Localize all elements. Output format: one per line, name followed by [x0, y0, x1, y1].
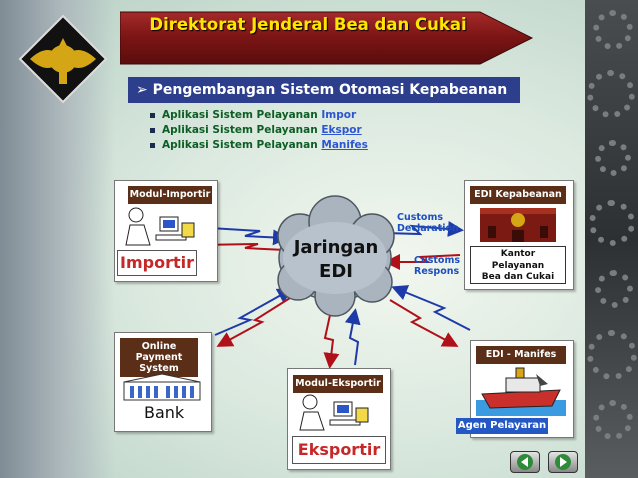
- list-item: Aplikasi Sistem Pelayanan Impor: [150, 108, 368, 123]
- next-arrow-icon: [555, 454, 571, 470]
- customs-office-building-icon: [480, 208, 556, 242]
- bank-building-icon: [123, 373, 201, 401]
- subtitle-text: Pengembangan Sistem Otomasi Kepabeanan: [152, 82, 508, 98]
- next-slide-button[interactable]: [548, 451, 578, 473]
- prev-arrow-icon: [517, 454, 533, 470]
- customs-respons-label: Customs Respons: [414, 255, 461, 277]
- customs-logo-icon: [18, 14, 108, 104]
- prev-slide-button[interactable]: [510, 451, 540, 473]
- computer-user-icon: [299, 394, 369, 431]
- link-impor[interactable]: Impor: [321, 109, 357, 121]
- customs-declaration-label: Customs Declaration: [397, 212, 459, 234]
- bullet-list: Aplikasi Sistem Pelayanan Impor Aplikasi…: [150, 108, 368, 153]
- computer-user-icon: [125, 207, 195, 246]
- ship-icon: [476, 367, 566, 416]
- agen-pelayaran-label: Agen Pelayaran: [456, 418, 548, 434]
- section-subtitle: ➢ Pengembangan Sistem Otomasi Kepabeanan: [128, 77, 520, 103]
- network-label: Jaringan EDI: [293, 237, 379, 282]
- page-title: Direktorat Jenderal Bea dan Cukai: [149, 15, 467, 34]
- modul-importir-tag: Modul-Importir: [128, 186, 212, 204]
- edi-kepabeanan-tag: EDI Kepabeanan: [470, 186, 566, 204]
- right-gear-strip: [585, 0, 638, 478]
- arrow-bullet-icon: ➢: [136, 82, 148, 98]
- bank-label: Bank: [144, 403, 185, 422]
- list-item: Aplikasi Sistem Pelayanan Manifes: [150, 138, 368, 153]
- importir-button[interactable]: Importir: [117, 250, 197, 276]
- link-manifes[interactable]: Manifes: [321, 139, 368, 151]
- eksportir-button[interactable]: Eksportir: [292, 436, 386, 464]
- edi-network-cloud: [277, 195, 395, 317]
- link-ekspor[interactable]: Ekspor: [321, 124, 362, 136]
- modul-eksportir-tag: Modul-Eksportir: [293, 375, 383, 393]
- online-payment-tag: Online Payment System: [120, 338, 198, 377]
- list-item: Aplikasi Sistem Pelayanan Ekspor: [150, 123, 368, 138]
- edi-manifes-tag: EDI - Manifes: [476, 346, 566, 364]
- title-arrow-banner: [120, 11, 534, 65]
- kantor-pelayanan-label: Kantor Pelayanan Bea dan Cukai: [470, 246, 566, 284]
